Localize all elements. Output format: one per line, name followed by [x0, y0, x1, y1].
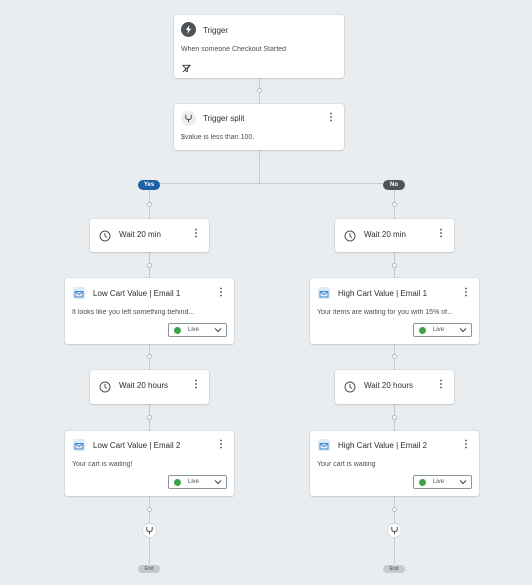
clock-icon — [344, 229, 356, 242]
connector-split-branch — [259, 150, 260, 183]
email-preview: Your cart is waiting — [317, 461, 376, 468]
left-wait-card-1[interactable]: Wait 20 min ⋮ — [90, 219, 209, 252]
connector-node — [147, 354, 152, 359]
right-split-icon[interactable] — [387, 523, 402, 538]
email-icon — [73, 287, 85, 299]
more-options-icon[interactable]: ⋮ — [436, 228, 446, 239]
trigger-description: When someone Checkout Started — [181, 46, 287, 53]
connector-node — [147, 202, 152, 207]
trigger-title: Trigger — [203, 26, 229, 35]
clock-icon — [99, 380, 111, 393]
trigger-split-title: Trigger split — [203, 114, 245, 123]
live-status-icon — [174, 479, 181, 486]
email-icon — [73, 439, 85, 451]
connector-node — [392, 415, 397, 420]
no-branch-badge: No — [383, 180, 405, 190]
yes-branch-badge: Yes — [138, 180, 160, 190]
connector-node — [392, 263, 397, 268]
right-email-card-1[interactable]: High Cart Value | Email 1 ⋮ Your items a… — [310, 278, 479, 344]
status-value: Live — [188, 327, 200, 333]
email-icon — [318, 439, 330, 451]
left-email-card-2[interactable]: Low Cart Value | Email 2 ⋮ Your cart is … — [65, 431, 234, 496]
split-icon — [181, 111, 196, 126]
email-title: High Cart Value | Email 2 — [338, 441, 428, 450]
more-options-icon[interactable]: ⋮ — [191, 228, 201, 239]
clock-icon — [99, 229, 111, 242]
email-preview: Your cart is waiting! — [72, 461, 133, 468]
lightning-icon — [181, 22, 196, 37]
trigger-split-condition: $value is less than 100. — [181, 134, 255, 141]
chevron-down-icon — [459, 328, 467, 333]
status-dropdown[interactable]: Live — [413, 323, 472, 337]
live-status-icon — [419, 327, 426, 334]
status-value: Live — [433, 327, 445, 333]
left-end-badge: End — [138, 565, 160, 573]
connector-right — [394, 183, 395, 219]
connector-node — [392, 202, 397, 207]
more-options-icon[interactable]: ⋮ — [436, 379, 446, 390]
right-email-card-2[interactable]: High Cart Value | Email 2 ⋮ Your cart is… — [310, 431, 479, 496]
more-options-icon[interactable]: ⋮ — [461, 287, 471, 298]
more-options-icon[interactable]: ⋮ — [461, 439, 471, 450]
email-title: Low Cart Value | Email 2 — [93, 441, 181, 450]
trigger-card[interactable]: Trigger When someone Checkout Started — [174, 15, 344, 78]
left-email-card-1[interactable]: Low Cart Value | Email 1 ⋮ It looks like… — [65, 278, 234, 344]
clock-icon — [344, 380, 356, 393]
trigger-split-card[interactable]: Trigger split ⋮ $value is less than 100. — [174, 104, 344, 150]
status-dropdown[interactable]: Live — [168, 475, 227, 489]
chevron-down-icon — [214, 328, 222, 333]
more-options-icon[interactable]: ⋮ — [191, 379, 201, 390]
right-wait-card-2[interactable]: Wait 20 hours ⋮ — [335, 370, 454, 404]
status-value: Live — [433, 479, 445, 485]
live-status-icon — [419, 479, 426, 486]
chevron-down-icon — [459, 480, 467, 485]
email-preview: Your items are waiting for you with 15% … — [317, 309, 453, 316]
more-options-icon[interactable]: ⋮ — [326, 112, 336, 123]
status-dropdown[interactable]: Live — [168, 323, 227, 337]
connector-left — [149, 183, 150, 219]
connector-branch-horizontal — [149, 183, 395, 184]
connector-node — [392, 354, 397, 359]
live-status-icon — [174, 327, 181, 334]
filter-off-icon — [181, 60, 192, 73]
email-title: High Cart Value | Email 1 — [338, 289, 428, 298]
more-options-icon[interactable]: ⋮ — [216, 287, 226, 298]
connector-node — [392, 507, 397, 512]
connector-node — [147, 263, 152, 268]
wait-label: Wait 20 hours — [119, 381, 169, 390]
right-wait-card-1[interactable]: Wait 20 min ⋮ — [335, 219, 454, 252]
email-title: Low Cart Value | Email 1 — [93, 289, 181, 298]
connector-node — [147, 507, 152, 512]
wait-label: Wait 20 hours — [364, 381, 414, 390]
connector-node — [147, 415, 152, 420]
left-split-icon[interactable] — [142, 523, 157, 538]
chevron-down-icon — [214, 480, 222, 485]
email-preview: It looks like you left something behind.… — [72, 309, 195, 316]
right-end-badge: End — [383, 565, 405, 573]
wait-label: Wait 20 min — [364, 230, 406, 239]
more-options-icon[interactable]: ⋮ — [216, 439, 226, 450]
status-value: Live — [188, 479, 200, 485]
left-wait-card-2[interactable]: Wait 20 hours ⋮ — [90, 370, 209, 404]
status-dropdown[interactable]: Live — [413, 475, 472, 489]
connector-node — [257, 88, 262, 93]
wait-label: Wait 20 min — [119, 230, 161, 239]
email-icon — [318, 287, 330, 299]
